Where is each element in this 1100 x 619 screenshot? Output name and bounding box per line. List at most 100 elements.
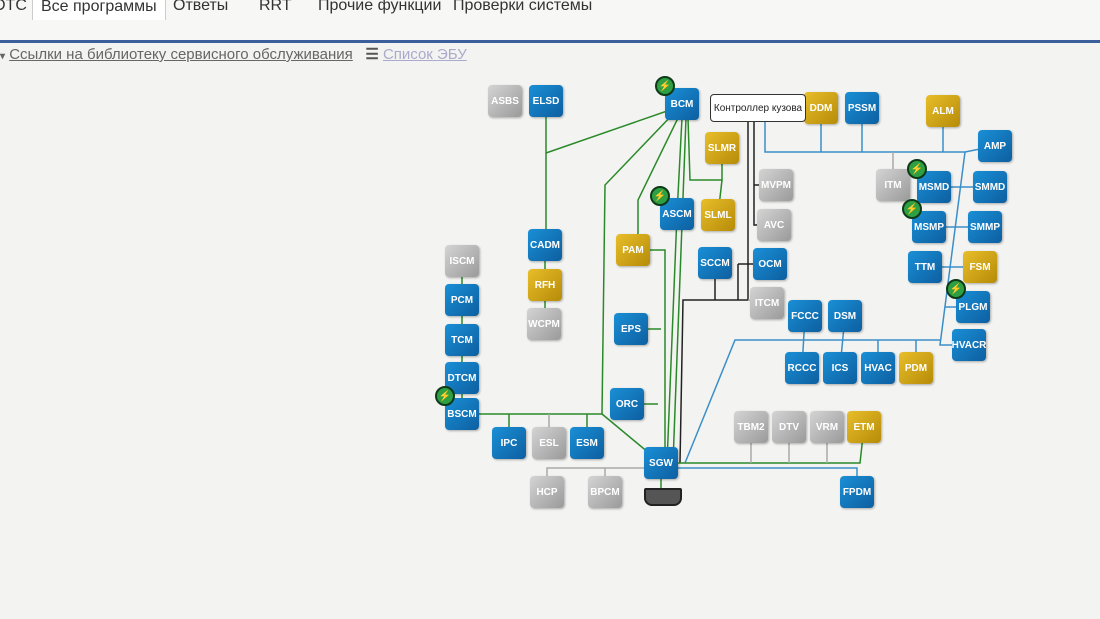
module-alm[interactable]: ALM bbox=[926, 95, 960, 127]
module-mvpm[interactable]: MVPM bbox=[759, 169, 793, 201]
service-library-link[interactable]: Ссылки на библиотеку сервисного обслужив… bbox=[9, 46, 353, 63]
tab-other-functions[interactable]: Прочие функции bbox=[318, 0, 442, 14]
module-dsm[interactable]: DSM bbox=[828, 300, 862, 332]
module-tcm[interactable]: TCM bbox=[445, 324, 479, 356]
module-label: RCCC bbox=[787, 362, 817, 374]
obd-connector-icon[interactable] bbox=[644, 488, 682, 506]
module-bpcm[interactable]: BPCM bbox=[588, 476, 622, 508]
module-ocm[interactable]: OCM bbox=[753, 248, 787, 280]
module-slml[interactable]: SLML bbox=[701, 199, 735, 231]
module-label: AVC bbox=[763, 219, 785, 231]
module-hvacr[interactable]: HVACR bbox=[952, 329, 986, 361]
module-pcm[interactable]: PCM bbox=[445, 284, 479, 316]
tab-system-checks[interactable]: Проверки системы bbox=[453, 0, 593, 14]
module-itm[interactable]: ITM bbox=[876, 169, 910, 201]
flash-icon: ⚡ bbox=[650, 186, 670, 206]
module-pssm[interactable]: PSSM bbox=[845, 92, 879, 124]
module-esl[interactable]: ESL bbox=[532, 427, 566, 459]
module-hcp[interactable]: HCP bbox=[530, 476, 564, 508]
module-ddm[interactable]: DDM bbox=[804, 92, 838, 124]
module-smmp[interactable]: SMMP bbox=[968, 211, 1002, 243]
module-label: DTCM bbox=[447, 372, 477, 384]
module-etm[interactable]: ETM bbox=[847, 411, 881, 443]
bus-line bbox=[661, 467, 858, 492]
module-iscm[interactable]: ISCM bbox=[445, 245, 479, 277]
module-label: EPS bbox=[620, 323, 641, 335]
module-label: PDM bbox=[904, 362, 928, 374]
collapse-arrow-icon[interactable]: ▾ bbox=[0, 51, 6, 62]
module-avc[interactable]: AVC bbox=[757, 209, 791, 241]
module-wcpm[interactable]: WCPM bbox=[527, 308, 561, 340]
module-cadm[interactable]: CADM bbox=[528, 229, 562, 261]
module-label: FSM bbox=[969, 261, 991, 273]
module-label: TBM2 bbox=[737, 421, 765, 433]
module-label: ESM bbox=[576, 437, 598, 449]
module-pdm[interactable]: PDM bbox=[899, 352, 933, 384]
module-tbm2[interactable]: TBM2 bbox=[734, 411, 768, 443]
module-label: AMP bbox=[983, 140, 1007, 152]
module-label: ISCM bbox=[449, 255, 475, 267]
module-label: RFH bbox=[534, 279, 556, 291]
module-label: SGW bbox=[649, 457, 673, 469]
module-ttm[interactable]: TTM bbox=[908, 251, 942, 283]
bus-line bbox=[764, 118, 996, 153]
module-fsm[interactable]: FSM bbox=[963, 251, 997, 283]
flash-icon: ⚡ bbox=[655, 76, 675, 96]
module-eps[interactable]: EPS bbox=[614, 313, 648, 345]
module-fccc[interactable]: FCCC bbox=[788, 300, 822, 332]
module-pam[interactable]: PAM bbox=[616, 234, 650, 266]
module-label: SLML bbox=[704, 209, 732, 221]
module-esm[interactable]: ESM bbox=[570, 427, 604, 459]
tab-answers[interactable]: Ответы bbox=[173, 0, 229, 14]
module-dtv[interactable]: DTV bbox=[772, 411, 806, 443]
module-ipc[interactable]: IPC bbox=[492, 427, 526, 459]
flash-icon: ⚡ bbox=[435, 386, 455, 406]
tab-rrt[interactable]: RRT bbox=[259, 0, 292, 14]
module-label: TCM bbox=[451, 334, 473, 346]
module-ics[interactable]: ICS bbox=[823, 352, 857, 384]
module-label: WCPM bbox=[528, 318, 560, 330]
tab-dtc[interactable]: DTC bbox=[0, 0, 27, 14]
module-smmd[interactable]: SMMD bbox=[973, 171, 1007, 203]
module-label: SCCM bbox=[700, 257, 730, 269]
module-rccc[interactable]: RCCC bbox=[785, 352, 819, 384]
bus-line bbox=[637, 117, 679, 250]
module-label: PSSM bbox=[847, 102, 877, 114]
module-label: ORC bbox=[615, 398, 639, 410]
module-label: ITCM bbox=[754, 297, 780, 309]
module-label: DTV bbox=[779, 421, 799, 433]
module-label: BSCM bbox=[447, 408, 477, 420]
module-sgw[interactable]: SGW bbox=[644, 447, 678, 479]
module-rfh[interactable]: RFH bbox=[528, 269, 562, 301]
list-icon: ☰ bbox=[365, 46, 379, 63]
module-amp[interactable]: AMP bbox=[978, 130, 1012, 162]
module-vrm[interactable]: VRM bbox=[810, 411, 844, 443]
bus-line bbox=[684, 339, 940, 464]
module-elsd[interactable]: ELSD bbox=[529, 85, 563, 117]
module-label: ASBS bbox=[491, 95, 519, 107]
module-sccm[interactable]: SCCM bbox=[698, 247, 732, 279]
tab-bar: DTC Все программы Ответы RRT Прочие функ… bbox=[0, 0, 1100, 43]
module-ascm[interactable]: ASCM bbox=[660, 198, 694, 230]
module-label: HVACR bbox=[951, 339, 987, 351]
module-orc[interactable]: ORC bbox=[610, 388, 644, 420]
module-asbs[interactable]: ASBS bbox=[488, 85, 522, 117]
module-label: BPCM bbox=[590, 486, 620, 498]
module-label: PCM bbox=[450, 294, 474, 306]
module-itcm[interactable]: ITCM bbox=[750, 287, 784, 319]
module-label: VRM bbox=[815, 421, 839, 433]
module-fpdm[interactable]: FPDM bbox=[840, 476, 874, 508]
module-label: IPC bbox=[500, 437, 518, 449]
module-hvac[interactable]: HVAC bbox=[861, 352, 895, 384]
module-label: FCCC bbox=[791, 310, 819, 322]
ecu-list-link[interactable]: Список ЭБУ bbox=[382, 46, 467, 63]
module-label: MVPM bbox=[761, 179, 791, 191]
module-dtcm[interactable]: DTCM bbox=[445, 362, 479, 394]
module-label: SMMP bbox=[970, 221, 1000, 233]
module-slmr[interactable]: SLMR bbox=[705, 132, 739, 164]
module-label: OCM bbox=[758, 258, 782, 270]
module-tooltip: Контроллер кузова bbox=[710, 94, 806, 122]
tab-all-programs[interactable]: Все программы bbox=[32, 0, 166, 20]
module-label: ASCM bbox=[662, 208, 692, 220]
